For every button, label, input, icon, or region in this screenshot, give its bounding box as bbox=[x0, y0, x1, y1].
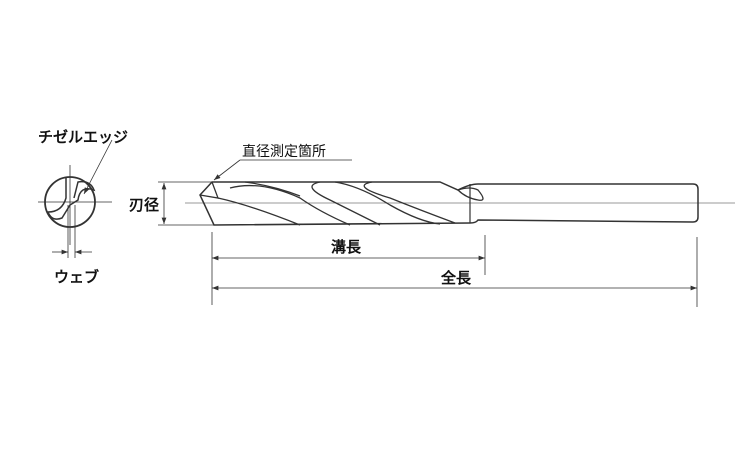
flute-length-label: 溝長 bbox=[331, 238, 362, 256]
blade-diameter-label: 刃径 bbox=[129, 196, 159, 214]
measure-point-leader bbox=[213, 159, 352, 181]
blade-diameter-dimension bbox=[158, 181, 214, 226]
diameter-measure-point-label: 直径測定箇所 bbox=[242, 143, 326, 160]
length-dimensions bbox=[211, 232, 698, 307]
chisel-edge-label: チゼルエッジ bbox=[38, 128, 128, 146]
chisel-edge-leader bbox=[83, 139, 113, 195]
overall-length-label: 全長 bbox=[440, 269, 472, 287]
web-label: ウェブ bbox=[54, 268, 99, 286]
drill-side-view bbox=[185, 181, 735, 226]
cross-section-view bbox=[38, 139, 113, 258]
